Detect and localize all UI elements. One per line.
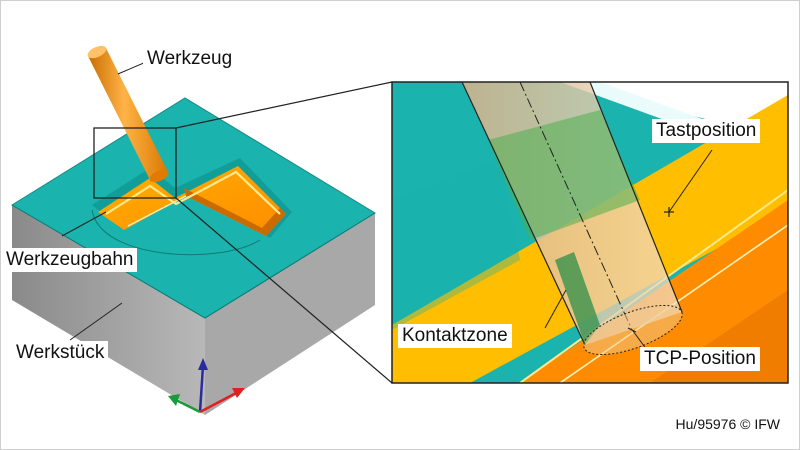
axis-y [175, 398, 201, 414]
label-tool: Werkzeug [143, 47, 237, 71]
axis-x [199, 390, 239, 414]
leader-workpiece [69, 302, 123, 341]
figure-credit: Hu/95976 © IFW [675, 416, 780, 432]
leader-tcp [632, 330, 648, 351]
label-probe-position: Tastposition [652, 119, 761, 143]
leader-probe-position [668, 149, 713, 213]
coordinate-axes [168, 358, 245, 414]
contact-zone-strip [555, 252, 600, 345]
zoom-connector-top [175, 81, 393, 129]
workpiece-right-face [205, 213, 375, 415]
axis-z [198, 365, 205, 413]
leader-tool [117, 61, 147, 75]
leader-toolpath [61, 211, 107, 237]
zoom-tool-overlap [488, 110, 640, 240]
tool-left [87, 45, 169, 183]
label-contact-zone: Kontaktzone [398, 324, 512, 348]
tool-axis [519, 82, 633, 331]
tool-tip [149, 169, 169, 183]
tool-top [87, 45, 107, 59]
leader-contact-zone [544, 289, 567, 329]
zoom-panel-border [391, 81, 789, 384]
label-workpiece: Werkstück [12, 341, 109, 365]
label-tcp-position: TCP-Position [640, 347, 760, 371]
zoom-source-box [93, 127, 177, 199]
label-toolpath: Werkzeugbahn [2, 248, 138, 272]
tool-shaft [88, 48, 168, 180]
pocket-groove [91, 158, 292, 256]
toolpath-line [105, 170, 281, 215]
zoom-connector-bottom [175, 197, 393, 384]
